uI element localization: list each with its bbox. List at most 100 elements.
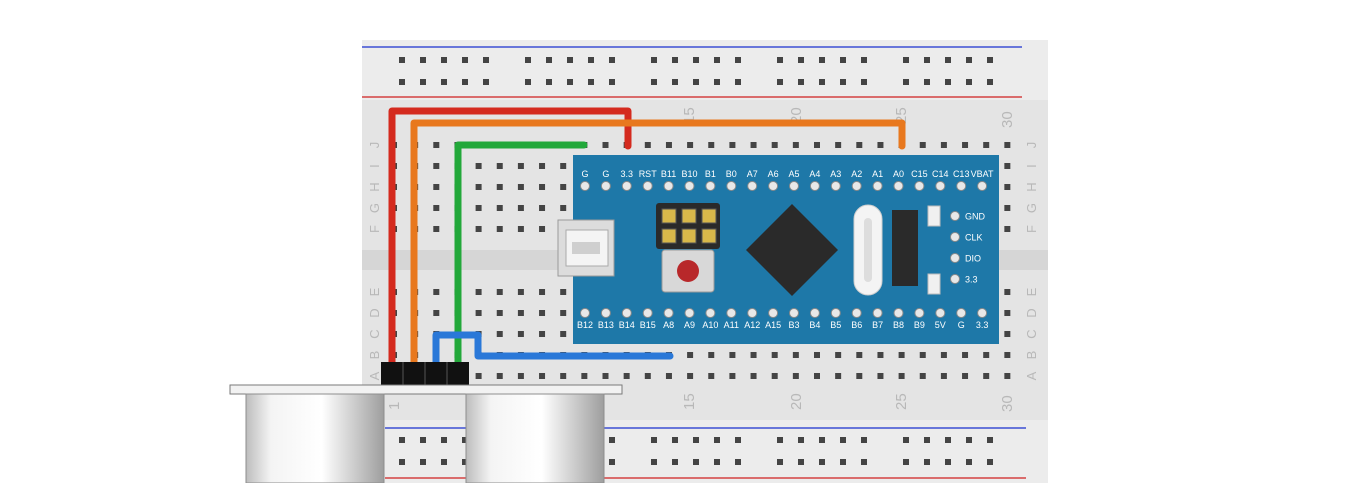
rail-hole <box>462 79 468 85</box>
breadboard-hole <box>1004 163 1011 169</box>
rail-hole <box>693 57 699 63</box>
rail-hole <box>840 57 846 63</box>
mcu-pin-label-bottom: A8 <box>663 320 674 330</box>
wires <box>388 107 906 376</box>
rail-hole <box>777 79 783 85</box>
rail-hole <box>819 79 825 85</box>
rail-hole <box>966 437 972 443</box>
rail-hole <box>399 57 405 63</box>
rail-hole <box>777 57 783 63</box>
mcu-pin-top <box>830 181 841 191</box>
breadboard-hole <box>496 310 503 316</box>
mcu-pin-top <box>705 181 716 191</box>
rail-hole <box>546 79 552 85</box>
mcu-pin-label-bottom: A10 <box>702 320 718 330</box>
rail-hole <box>924 437 930 443</box>
mcu-pin-label-bottom: B14 <box>619 320 635 330</box>
row-letter-top-left: J <box>367 142 382 149</box>
ultrasonic-sensor <box>229 362 623 483</box>
rail-hole <box>693 459 699 465</box>
mcu-pin-label-top: C15 <box>911 169 928 179</box>
breadboard-hole <box>475 184 482 190</box>
breadboard-hole <box>814 142 820 148</box>
mcu-pin-label-bottom: B7 <box>872 320 883 330</box>
rail-hole <box>819 57 825 63</box>
breadboard-hole <box>962 142 969 148</box>
mcu-pin-label-bottom: B9 <box>914 320 925 330</box>
breadboard-hole <box>517 163 524 169</box>
row-letter-bottom-right: A <box>1024 371 1039 380</box>
breadboard-hole <box>560 289 567 295</box>
rail-hole <box>651 437 657 443</box>
mcu-pin-label-bottom: B8 <box>893 320 904 330</box>
mcu-pin-label-bottom: A11 <box>724 320 739 330</box>
rail-hole <box>462 459 468 465</box>
rail-hole <box>546 57 552 63</box>
mcu-pin-bottom <box>977 308 988 318</box>
breadboard-hole <box>962 352 969 358</box>
row-letter-top-right: F <box>1024 225 1039 233</box>
breadboard-hole <box>496 163 503 169</box>
mcu-pin-label-bottom: B12 <box>577 320 593 330</box>
breadboard-hole <box>433 226 440 232</box>
rail-hole <box>609 79 615 85</box>
rail-hole <box>567 57 573 63</box>
row-letter-top-left: G <box>367 203 382 213</box>
breadboard-hole <box>433 184 440 190</box>
breadboard-hole <box>1004 331 1011 337</box>
breadboard-hole <box>517 373 524 379</box>
rail-hole <box>987 437 993 443</box>
breadboard-hole <box>940 373 947 379</box>
wire-blue <box>432 331 674 376</box>
mcu-pin-bottom <box>747 308 758 318</box>
breadboard-hole <box>898 352 905 358</box>
debug-pin <box>950 253 960 263</box>
breadboard-hole <box>475 373 482 379</box>
rail-hole <box>987 79 993 85</box>
rail-hole <box>567 79 573 85</box>
breadboard-hole <box>581 373 588 379</box>
mcu-pin-top <box>580 181 590 191</box>
mcu-pin-label-top: A4 <box>809 169 820 179</box>
reset-button-cap[interactable] <box>677 260 699 282</box>
breadboard-hole <box>433 205 440 211</box>
breadboard-hole <box>708 373 715 379</box>
rail-hole <box>966 459 972 465</box>
breadboard-hole <box>814 373 820 379</box>
debug-pin-label: GND <box>965 212 986 222</box>
mcu-pin-label-top: A1 <box>872 169 883 179</box>
sensor-pcb-edge <box>229 384 623 395</box>
mcu-pin-top <box>747 181 758 191</box>
rail-hole <box>441 57 447 63</box>
transducer-right <box>465 393 605 483</box>
breadboard-hole <box>877 352 884 358</box>
breadboard-hole <box>539 331 546 337</box>
debug-pin <box>950 274 960 284</box>
mcu-pin-label-bottom: B13 <box>598 320 614 330</box>
mcu-pin-bottom <box>768 308 779 318</box>
breadboard-hole <box>539 289 546 295</box>
mcu-pin-top <box>684 181 695 191</box>
mcu-pin-label-top: A5 <box>788 169 799 179</box>
rail-hole <box>735 437 741 443</box>
breadboard-hole <box>729 352 736 358</box>
mcu-pin-bottom <box>600 308 611 318</box>
breadboard-hole <box>750 352 757 358</box>
mcu-pin-label-bottom: A9 <box>684 320 695 330</box>
rail-hole <box>798 437 804 443</box>
rail-hole <box>672 79 678 85</box>
breadboard-hole <box>496 289 503 295</box>
breadboard-hole <box>1004 352 1011 358</box>
breadboard-hole <box>517 331 524 337</box>
mcu-pin-bottom <box>580 308 590 318</box>
breadboard-hole <box>856 373 863 379</box>
breadboard-hole <box>433 142 440 148</box>
breadboard-hole <box>1004 226 1011 232</box>
mcu-pin-label-top: B0 <box>726 169 737 179</box>
breadboard-hole <box>475 310 482 316</box>
breadboard-hole <box>687 373 694 379</box>
breadboard-hole <box>835 142 842 148</box>
breadboard-hole <box>517 310 524 316</box>
wire-green <box>454 141 588 376</box>
